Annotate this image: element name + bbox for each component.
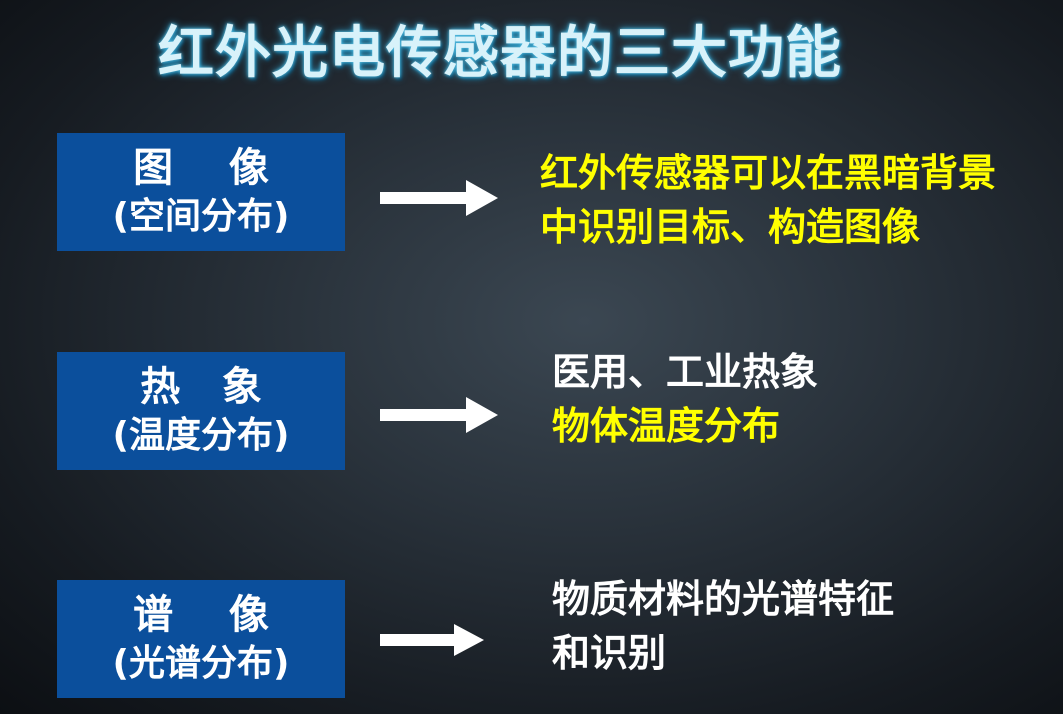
function-box-spectral: 谱 像 (光谱分布)	[57, 580, 345, 698]
function-subtitle: (温度分布)	[112, 415, 290, 456]
function-name: 热 象	[140, 364, 262, 410]
function-name: 谱 像	[133, 592, 269, 638]
function-description: 红外传感器可以在黑暗背景 中识别目标、构造图像	[540, 146, 996, 254]
description-line: 物体温度分布	[552, 404, 781, 448]
description-line: 红外传感器可以在黑暗背景	[540, 151, 997, 195]
function-description: 医用、工业热象 物体温度分布	[552, 345, 818, 453]
function-box-thermal: 热 象 (温度分布)	[57, 352, 345, 470]
right-arrow-icon	[380, 180, 498, 216]
function-name: 图 像	[133, 145, 269, 191]
function-description: 物质材料的光谱特征 和识别	[552, 572, 894, 680]
function-subtitle: (光谱分布)	[112, 643, 290, 684]
description-line: 物质材料的光谱特征	[552, 577, 895, 621]
slide-title: 红外光电传感器的三大功能	[158, 21, 842, 86]
description-line: 医用、工业热象	[552, 350, 819, 394]
description-line: 中识别目标、构造图像	[540, 205, 921, 249]
description-line: 和识别	[552, 631, 667, 675]
right-arrow-icon	[380, 624, 484, 656]
function-subtitle: (空间分布)	[112, 196, 290, 237]
function-box-image: 图 像 (空间分布)	[57, 133, 345, 251]
right-arrow-icon	[380, 397, 498, 433]
